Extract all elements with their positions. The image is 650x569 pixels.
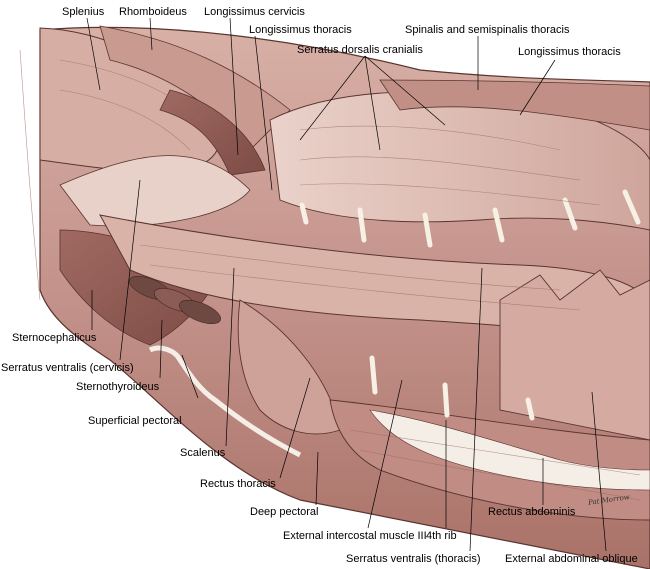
label-longissimus-thoracis-upper: Longissimus thoracis — [249, 24, 352, 36]
label-spinalis-semispinalis: Spinalis and semispinalis thoracis — [405, 24, 570, 36]
label-deep-pectoral: Deep pectoral — [250, 506, 319, 518]
leader-lines — [86, 17, 607, 552]
label-sternocephalicus: Sternocephalicus — [12, 332, 97, 344]
label-scalenus: Scalenus — [180, 447, 226, 459]
label-serratus-dorsalis-cranialis: Serratus dorsalis cranialis — [297, 44, 423, 56]
rectus-thoracis-shape — [237, 299, 341, 435]
label-serratus-ventralis-cervicis: Serratus ventralis (cervicis) — [1, 362, 134, 374]
label-rectus-thoracis: Rectus thoracis — [200, 478, 276, 490]
label-superficial-pectoral: Superficial pectoral — [88, 415, 182, 427]
pectoral-border — [148, 345, 302, 458]
aponeurosis — [369, 409, 650, 491]
label-serratus-ventralis-thoracis: Serratus ventralis (thoracis) — [346, 553, 481, 565]
label-external-intercostal: External intercostal muscle III — [283, 530, 427, 542]
ext-oblique-shape — [499, 269, 650, 441]
rhomboideus-shape — [99, 25, 291, 151]
background-outline — [19, 49, 41, 301]
longissimus-cervicis-shape — [159, 89, 266, 176]
label-longissimus-cervicis: Longissimus cervicis — [204, 6, 305, 18]
label-sternothyroideus: Sternothyroideus — [76, 381, 160, 393]
spinalis-shape — [379, 79, 650, 131]
muscle-fibers — [59, 59, 641, 501]
trachea — [129, 275, 221, 325]
label-rhomboideus: Rhomboideus — [119, 6, 187, 18]
label-external-abdominal-oblique: External abdominal oblique — [505, 553, 638, 565]
label-fourth-rib: 4th rib — [426, 530, 457, 542]
label-longissimus-thoracis-right: Longissimus thoracis — [518, 46, 621, 58]
rib-tendons — [299, 189, 641, 421]
label-splenius: Splenius — [62, 6, 105, 18]
label-rectus-abdominis: Rectus abdominis — [488, 506, 576, 518]
